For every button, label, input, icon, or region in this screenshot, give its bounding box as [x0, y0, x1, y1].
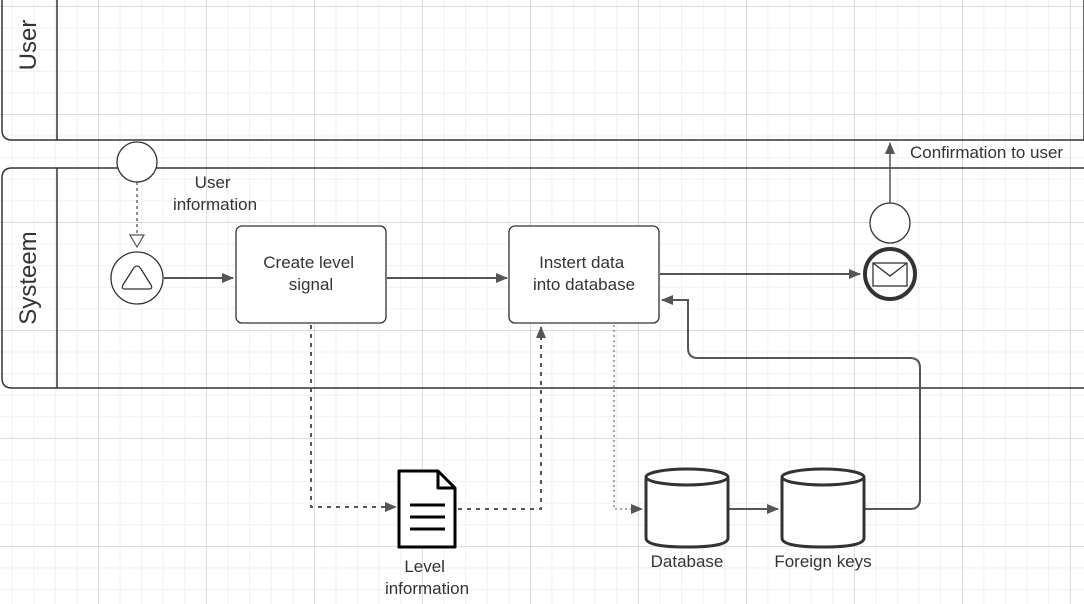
flow-foreign-keys-to-insert[interactable]	[661, 295, 921, 510]
association-create-to-level-info[interactable]	[310, 325, 397, 512]
database-label: Database	[651, 552, 724, 571]
pool-user[interactable]: User	[1, 0, 1084, 141]
task-create-level-signal-label: Create level signal	[263, 253, 358, 294]
data-store-database[interactable]: Database	[644, 467, 730, 571]
task-insert-data-label: Instert data into database	[533, 253, 635, 294]
task-create-level-signal[interactable]: Create level signal	[235, 225, 387, 324]
association-level-info-to-insert[interactable]	[458, 326, 546, 510]
foreign-keys-label: Foreign keys	[774, 552, 871, 571]
start-signal-event[interactable]	[110, 251, 164, 305]
pool-system-label: Systeem	[15, 231, 42, 324]
confirmation-label: Confirmation to user	[910, 143, 1063, 162]
message-source-circle[interactable]	[116, 141, 158, 183]
envelope-icon	[872, 262, 908, 287]
data-store-foreign-keys[interactable]: Foreign keys	[774, 467, 872, 571]
user-information-label: User information	[173, 173, 257, 214]
pool-user-label: User	[15, 20, 42, 71]
document-icon	[397, 469, 457, 549]
level-information-label: Level information	[385, 557, 469, 598]
data-object-level-information[interactable]: Level information	[385, 469, 469, 598]
end-message-event[interactable]	[863, 247, 917, 301]
task-insert-data[interactable]: Instert data into database	[508, 225, 660, 324]
database-icon	[780, 467, 866, 549]
pool-system[interactable]: Systeem	[1, 167, 1084, 389]
triangle-icon	[121, 265, 153, 290]
message-target-circle[interactable]	[869, 202, 911, 244]
database-icon	[644, 467, 730, 549]
association-insert-to-database[interactable]	[613, 325, 643, 514]
